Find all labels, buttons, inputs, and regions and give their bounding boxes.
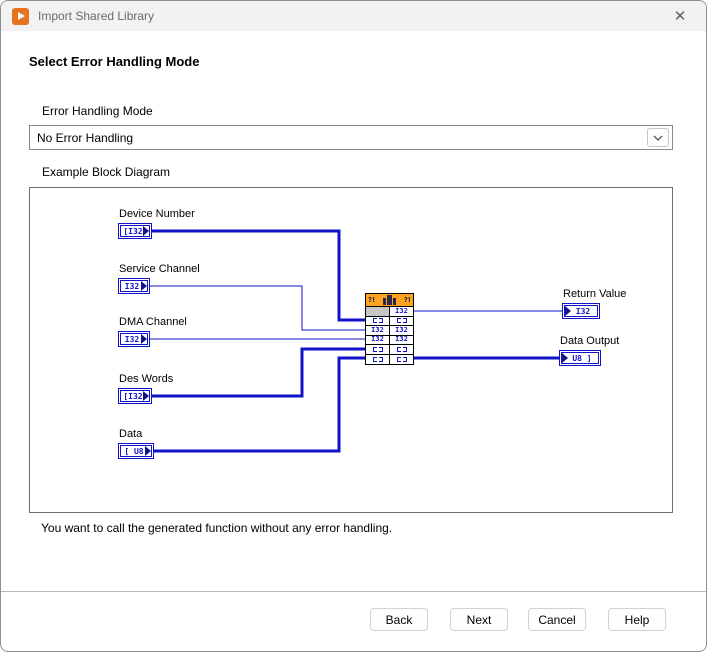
array-type-icon <box>397 318 407 323</box>
node-cell <box>389 316 413 325</box>
terminal-dtype: I32 <box>124 281 140 291</box>
error-handling-mode-select[interactable]: No Error Handling <box>29 125 673 150</box>
wire-arrow-icon <box>141 281 147 291</box>
wire <box>150 285 365 331</box>
question-badge: ?! <box>368 295 376 304</box>
cell-dtype: I32 <box>395 307 408 315</box>
terminal-dtype: I32 <box>124 334 140 344</box>
terminal-data-output: U8 ] <box>559 350 601 366</box>
node-header: ?!?! <box>366 294 413 307</box>
wire-arrow-icon <box>145 446 151 456</box>
page-title: Select Error Handling Mode <box>29 54 200 69</box>
terminal-dma-channel: I32 <box>118 331 150 347</box>
diagram-label: Example Block Diagram <box>42 165 171 179</box>
mode-label: Error Handling Mode <box>42 104 153 118</box>
close-icon[interactable]: ✕ <box>673 8 687 25</box>
terminal-device-number: [I32 <box>118 223 152 239</box>
terminal-dtype: [I32 <box>123 226 143 236</box>
node-cell: I32 <box>366 326 389 335</box>
wire <box>150 356 365 453</box>
combo-dropdown-button[interactable] <box>647 128 669 147</box>
wire-arrow-icon <box>143 391 149 401</box>
terminal-dtype: [ U8 <box>124 446 144 456</box>
cell-dtype: I32 <box>371 326 384 334</box>
array-type-icon <box>397 347 407 352</box>
node-cell <box>366 355 389 365</box>
terminal-dtype: [I32 <box>123 391 143 401</box>
question-badge: ?! <box>403 295 411 304</box>
wires-layer <box>150 229 562 453</box>
node-cell <box>366 317 389 326</box>
terminal-label-return-value: Return Value <box>563 288 627 300</box>
wire-arrow-icon <box>565 306 571 316</box>
node-row: I32 I32 <box>366 326 413 336</box>
node-cell <box>389 354 413 364</box>
node-row <box>366 354 413 365</box>
combo-selected-value: No Error Handling <box>37 130 134 145</box>
node-row: I32 I32 <box>366 335 413 345</box>
array-type-icon <box>373 318 383 323</box>
node-cell: I32 <box>389 307 413 316</box>
node-cell <box>366 345 389 354</box>
cancel-button[interactable]: Cancel <box>528 608 586 631</box>
terminal-label-data: Data <box>119 428 143 440</box>
terminal-label-data-output: Data Output <box>560 335 620 347</box>
node-row <box>366 345 413 355</box>
node-cell: I32 <box>389 326 413 335</box>
terminal-dtype: I32 <box>575 306 591 316</box>
description-text: You want to call the generated function … <box>41 521 393 535</box>
wire <box>150 229 365 322</box>
wire-arrow-icon <box>562 353 568 363</box>
wire-arrow-icon <box>141 334 147 344</box>
play-arrow-icon <box>18 12 25 20</box>
terminal-label-device-number: Device Number <box>119 208 195 220</box>
terminal-return-value: I32 <box>562 303 600 319</box>
help-button[interactable]: Help <box>608 608 666 631</box>
terminal-dtype: U8 ] <box>572 353 592 363</box>
terminal-des-words: [I32 <box>118 388 152 404</box>
array-type-icon <box>397 357 407 362</box>
titlebar: Import Shared Library ✕ <box>1 1 706 31</box>
node-row <box>366 316 413 326</box>
library-icon <box>383 295 396 305</box>
node-cell <box>366 307 389 316</box>
terminal-data: [ U8 <box>118 443 154 459</box>
node-cell <box>389 345 413 354</box>
cell-dtype: I32 <box>395 326 408 334</box>
terminal-service-channel: I32 <box>118 278 150 294</box>
next-button[interactable]: Next <box>450 608 508 631</box>
array-type-icon <box>373 357 383 362</box>
window-title: Import Shared Library <box>38 9 155 23</box>
wire <box>150 347 365 398</box>
node-row: I32 <box>366 307 413 317</box>
chevron-down-icon <box>653 135 663 141</box>
terminal-label-dma-channel: DMA Channel <box>119 316 187 328</box>
cell-dtype: I32 <box>371 335 384 344</box>
footer-separator <box>1 591 706 592</box>
terminal-label-des-words: Des Words <box>119 373 174 385</box>
node-cell: I32 <box>366 336 389 345</box>
labview-icon <box>12 8 29 25</box>
terminal-label-service-channel: Service Channel <box>119 263 200 275</box>
node-cell: I32 <box>389 335 413 344</box>
wire-arrow-icon <box>143 226 149 236</box>
back-button[interactable]: Back <box>370 608 428 631</box>
cell-dtype: I32 <box>395 335 408 344</box>
array-type-icon <box>373 347 383 352</box>
